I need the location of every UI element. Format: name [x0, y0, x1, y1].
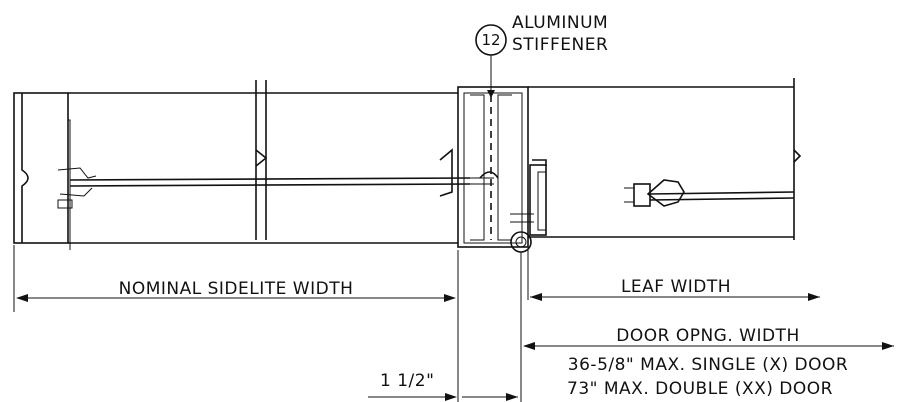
door-leaf [528, 78, 802, 240]
callout-number: 12 [481, 31, 500, 49]
leaf-dimension: LEAF WIDTH [530, 277, 820, 301]
door-opening-dimension: DOOR OPNG. WIDTH 36-5/8" MAX. SINGLE (X)… [523, 326, 894, 399]
single-door-label: 36-5/8" MAX. SINGLE (X) DOOR [568, 355, 848, 375]
sidelite-glass [69, 177, 471, 187]
leaf-width-label: LEAF WIDTH [621, 277, 731, 297]
mullion [439, 86, 534, 253]
sidelite-width-label: NOMINAL SIDELITE WIDTH [119, 279, 354, 299]
callout: 12 ALUMINUM STIFFENER [475, 13, 608, 98]
callout-line2: STIFFENER [512, 35, 608, 55]
callout-line1: ALUMINUM [512, 13, 608, 33]
break-symbol [255, 80, 268, 240]
sidelite-frame-lines [57, 92, 458, 244]
extension-lines [13, 245, 529, 402]
door-opening-label: DOOR OPNG. WIDTH [616, 326, 799, 346]
double-door-label: 73" MAX. DOUBLE (XX) DOOR [567, 379, 833, 399]
sidelite-jamb [13, 92, 73, 250]
sidelite-dimension: NOMINAL SIDELITE WIDTH [16, 279, 456, 302]
offset-dimension: 1 1/2" [368, 371, 518, 401]
offset-label: 1 1/2" [380, 371, 434, 391]
